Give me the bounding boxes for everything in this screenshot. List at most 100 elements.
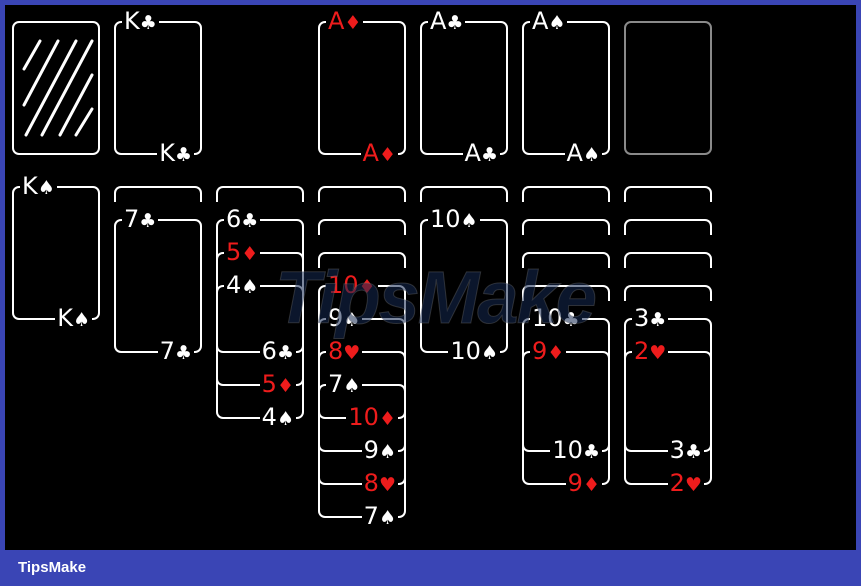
face-down-card[interactable] (420, 186, 508, 202)
card-rank: 5 (261, 370, 277, 398)
heart-icon: ♥ (378, 474, 396, 496)
card-index-top: 9♠ (326, 306, 363, 332)
card-index-bottom: 9♦ (565, 469, 602, 497)
tableau-card[interactable]: 10♠10♠ (420, 207, 508, 365)
stock-pile[interactable] (12, 21, 100, 155)
heart-icon: ♥ (343, 342, 361, 364)
footer-brand: TipsMake (18, 559, 87, 576)
heart-icon: ♥ (649, 342, 667, 364)
card-index-bottom: K♣ (157, 141, 194, 167)
club-icon: ♣ (480, 144, 498, 166)
face-down-card[interactable] (624, 219, 712, 235)
club-icon: ♣ (582, 441, 600, 463)
card-index-bottom: 9♠ (361, 436, 398, 464)
card-rank: 3 (634, 304, 650, 332)
diamond-icon: ♦ (378, 144, 396, 166)
card-index-bottom: 7♣ (157, 339, 194, 365)
face-down-card[interactable] (114, 186, 202, 202)
card-rank: A (430, 7, 447, 35)
card-index-bottom: A♣ (462, 141, 500, 167)
face-down-card[interactable] (522, 285, 610, 301)
card-rank: K (22, 172, 38, 200)
club-icon: ♣ (446, 12, 464, 34)
card-index-top: A♦ (326, 9, 364, 35)
card-rank: 10 (552, 436, 583, 464)
diamond-icon: ♦ (582, 474, 600, 496)
card-rank: A (532, 7, 549, 35)
spade-icon: ♠ (343, 309, 361, 331)
card-rank: K (159, 139, 175, 167)
card-rank: A (362, 139, 379, 167)
spade-icon: ♠ (548, 12, 566, 34)
spade-icon: ♠ (37, 177, 55, 199)
card-index-top: 8♥ (326, 339, 363, 365)
diamond-icon: ♦ (241, 243, 259, 265)
card-index-top: 10♠ (428, 207, 480, 233)
card-index-top: A♠ (530, 7, 568, 35)
card-index-bottom: 2♥ (667, 471, 704, 497)
card-index-bottom: A♦ (360, 139, 398, 167)
spade-icon: ♠ (241, 276, 259, 298)
card-rank: 4 (226, 271, 242, 299)
card-rank: 10 (532, 304, 563, 332)
card-rank: 9 (363, 436, 379, 464)
card-index-top: 10♣ (530, 306, 582, 332)
card-rank: 2 (634, 337, 650, 365)
card-index-top: 3♣ (632, 304, 669, 332)
tableau-card[interactable]: K♠K♠ (12, 174, 100, 332)
card-index-top: 2♥ (632, 337, 669, 365)
card-rank: 9 (567, 469, 583, 497)
foundation-empty-slot[interactable] (624, 21, 712, 155)
spade-icon: ♠ (343, 375, 361, 397)
card-index-top: K♠ (20, 174, 57, 200)
tableau-card[interactable]: 2♥2♥ (624, 339, 712, 497)
foundation-pile-3[interactable]: A♠A♠ (522, 9, 610, 167)
spade-icon: ♠ (276, 408, 294, 430)
diamond-icon: ♦ (358, 276, 376, 298)
face-down-card[interactable] (522, 219, 610, 235)
foundation-pile-1[interactable]: A♦A♦ (318, 9, 406, 167)
face-down-card[interactable] (624, 186, 712, 202)
tableau-card[interactable]: 7♣7♣ (114, 207, 202, 365)
spade-icon: ♠ (582, 144, 600, 166)
face-down-card[interactable] (624, 285, 712, 301)
tableau-card[interactable]: 7♠7♠ (318, 372, 406, 530)
face-down-card[interactable] (522, 186, 610, 202)
tableau-card[interactable]: 9♦9♦ (522, 339, 610, 497)
card-rank: A (566, 139, 583, 167)
card-rank: 6 (226, 205, 242, 233)
face-down-card[interactable] (318, 219, 406, 235)
face-down-card[interactable] (522, 252, 610, 268)
card-index-top: 5♦ (224, 240, 261, 266)
diamond-icon: ♦ (276, 375, 294, 397)
diamond-icon: ♦ (547, 342, 565, 364)
card-rank: 3 (669, 436, 685, 464)
tableau-card[interactable]: 10♣10♣ (522, 306, 610, 464)
face-down-card[interactable] (624, 252, 712, 268)
card-rank: 4 (261, 403, 277, 431)
tableau-card[interactable]: 4♠4♠ (216, 273, 304, 431)
heart-icon: ♥ (684, 474, 702, 496)
spade-icon: ♠ (378, 441, 396, 463)
waste-pile[interactable]: K♣K♣ (114, 9, 202, 167)
card-index-top: 9♦ (530, 337, 567, 365)
face-down-card[interactable] (318, 252, 406, 268)
face-down-card[interactable] (318, 186, 406, 202)
card-index-top: 7♠ (326, 372, 363, 398)
club-icon: ♣ (649, 309, 667, 331)
face-down-card[interactable] (216, 186, 304, 202)
card-rank: 10 (430, 205, 461, 233)
card-back-stripes-icon (22, 39, 94, 137)
card-index-bottom: A♠ (564, 139, 602, 167)
card-index-bottom: K♠ (55, 306, 92, 332)
card-index-bottom: 7♠ (361, 502, 398, 530)
card-index-bottom: 6♣ (259, 339, 296, 365)
card-rank: K (57, 304, 73, 332)
foundation-pile-2[interactable]: A♣A♣ (420, 9, 508, 167)
club-icon: ♣ (174, 144, 192, 166)
card-rank: 7 (363, 502, 379, 530)
spade-icon: ♠ (72, 309, 90, 331)
card-rank: 9 (532, 337, 548, 365)
card-index-top: 6♣ (224, 205, 261, 233)
card-index-top: 4♠ (224, 271, 261, 299)
